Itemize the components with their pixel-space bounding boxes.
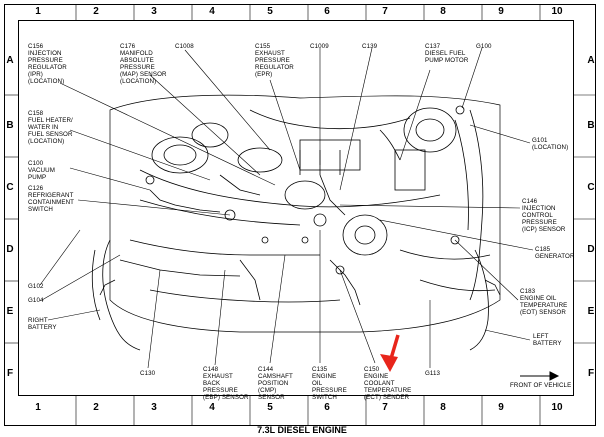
grid-row-label: B xyxy=(587,120,595,131)
grid-col-label: 8 xyxy=(440,402,446,413)
grid-row-label: C xyxy=(6,182,14,193)
label-c146: C146 INJECTION CONTROL PRESSURE (ICP) SE… xyxy=(522,198,566,233)
diagram-area xyxy=(18,20,574,396)
grid-col-label: 1 xyxy=(35,6,41,17)
engine-body xyxy=(91,94,501,351)
grid-row-label: B xyxy=(6,120,14,131)
label-c158: C158 FUEL HEATER/ WATER IN FUEL SENSOR (… xyxy=(28,110,73,145)
diagram-frame xyxy=(4,4,596,426)
grid-row-label: F xyxy=(6,368,14,379)
label-c100: C100 VACUUM PUMP xyxy=(28,160,55,181)
label-c135: C135 ENGINE OIL PRESSURE SWITCH xyxy=(312,366,347,401)
label-c137: C137 DIESEL FUEL PUMP MOTOR xyxy=(425,43,469,64)
label-c183: C183 ENGINE OIL TEMPERATURE (EOT) SENSOR xyxy=(520,288,568,316)
grid-col-label: 6 xyxy=(324,402,330,413)
grid-col-label: 4 xyxy=(209,402,215,413)
label-front-of-vehicle: FRONT OF VEHICLE xyxy=(510,382,572,389)
grid-row-label: D xyxy=(6,244,14,255)
label-c126: C126 REFRIGERANT CONTAINMENT SWITCH xyxy=(28,185,75,213)
label-c185: C185 GENERATOR xyxy=(535,246,575,260)
label-g102: G102 xyxy=(28,283,44,290)
label-left-battery: LEFT BATTERY xyxy=(533,333,562,347)
grid-col-label: 10 xyxy=(551,402,563,413)
label-c1008: C1008 xyxy=(175,43,194,50)
label-g100: G100 xyxy=(476,43,492,50)
leader-lines xyxy=(39,47,534,369)
grid-col-label: 2 xyxy=(93,402,99,413)
label-g104: G104 xyxy=(28,297,44,304)
grid-ticks xyxy=(4,4,596,426)
label-c144: C144 CAMSHAFT POSITION (CMP) SENSOR xyxy=(258,366,293,401)
grid-col-label: 3 xyxy=(151,402,157,413)
label-c150: C150 ENGINE COOLANT TEMPERATURE (ECT) SE… xyxy=(364,366,412,401)
diagram-caption: 7.3L DIESEL ENGINE xyxy=(257,425,347,435)
label-c155: C155 EXHAUST PRESSURE REGULATOR (EPR) xyxy=(255,43,294,78)
grid-col-label: 9 xyxy=(498,402,504,413)
label-c130: C130 xyxy=(140,370,156,377)
grid-col-label: 7 xyxy=(382,6,388,17)
grid-row-label: D xyxy=(587,244,595,255)
grid-row-label: A xyxy=(587,55,595,66)
label-c156: C156 INJECTION PRESSURE REGULATOR (IPR) … xyxy=(28,43,67,85)
label-right-battery: RIGHT BATTERY xyxy=(28,317,57,331)
label-c1009: C1009 xyxy=(310,43,329,50)
grid-col-label: 8 xyxy=(440,6,446,17)
label-c176: C176 MANIFOLD ABSOLUTE PRESSURE (MAP) SE… xyxy=(120,43,167,85)
grid-col-label: 6 xyxy=(324,6,330,17)
label-c148: C148 EXHAUST BACK PRESSURE (EBP) SENSOR xyxy=(203,366,249,401)
label-g113: G113 xyxy=(425,370,441,377)
label-c139: C139 xyxy=(362,43,378,50)
grid-col-label: 4 xyxy=(209,6,215,17)
grid-col-label: 1 xyxy=(35,402,41,413)
grid-col-label: 5 xyxy=(267,6,273,17)
grid-col-label: 10 xyxy=(551,6,563,17)
grid-col-label: 9 xyxy=(498,6,504,17)
grid-col-label: 5 xyxy=(267,402,273,413)
grid-row-label: F xyxy=(587,368,595,379)
grid-row-label: A xyxy=(6,55,14,66)
label-g101: G101 (LOCATION) xyxy=(532,137,569,151)
grid-row-label: E xyxy=(6,306,14,317)
grid-col-label: 2 xyxy=(93,6,99,17)
grid-row-label: E xyxy=(587,306,595,317)
grid-col-label: 7 xyxy=(382,402,388,413)
front-of-vehicle-arrow xyxy=(520,371,560,381)
highlight-arrow xyxy=(380,334,400,372)
grid-row-label: C xyxy=(587,182,595,193)
grid-col-label: 3 xyxy=(151,6,157,17)
